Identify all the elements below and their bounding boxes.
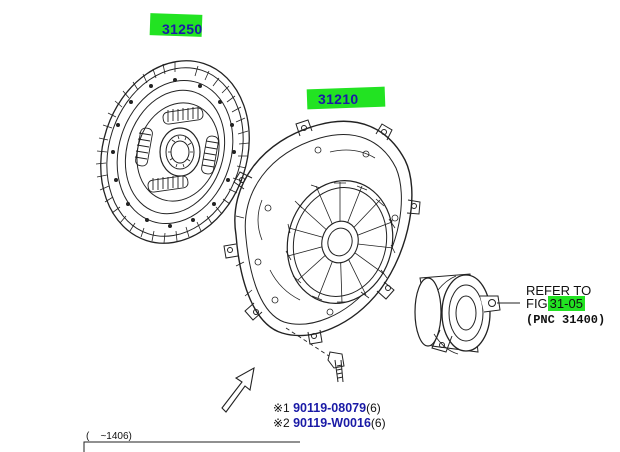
fig-number-31-05[interactable]: 31-05 (547, 296, 585, 311)
pnc-reference: (PNC 31400) (526, 313, 606, 327)
production-range-note: ( ~1406) (86, 431, 132, 442)
clutch-disc-drawing (95, 60, 250, 244)
legend-row-2: ※2 90119-W0016(6) (273, 416, 386, 431)
legend-part-number-2[interactable]: 90119-W0016 (293, 416, 371, 430)
refer-to-text: REFER TO (526, 283, 592, 298)
clutch-cover-drawing (223, 119, 421, 345)
release-bearing-drawing (414, 273, 501, 355)
part-number-31210[interactable]: 31210 (318, 91, 359, 107)
legend-mark-1: ※1 (273, 401, 290, 415)
front-direction-arrow (221, 366, 255, 413)
fig-prefix: FIG (526, 296, 548, 311)
part-number-31250[interactable]: 31250 (162, 21, 203, 37)
bolt-drawing (285, 327, 345, 383)
legend-qty-1: (6) (366, 401, 381, 415)
legend-qty-2: (6) (370, 416, 386, 430)
legend-part-number-1[interactable]: 90119-08079 (293, 401, 367, 415)
legend-row-1: ※1 90119-08079(6) (273, 401, 381, 416)
legend-mark-2: ※2 (273, 416, 290, 430)
